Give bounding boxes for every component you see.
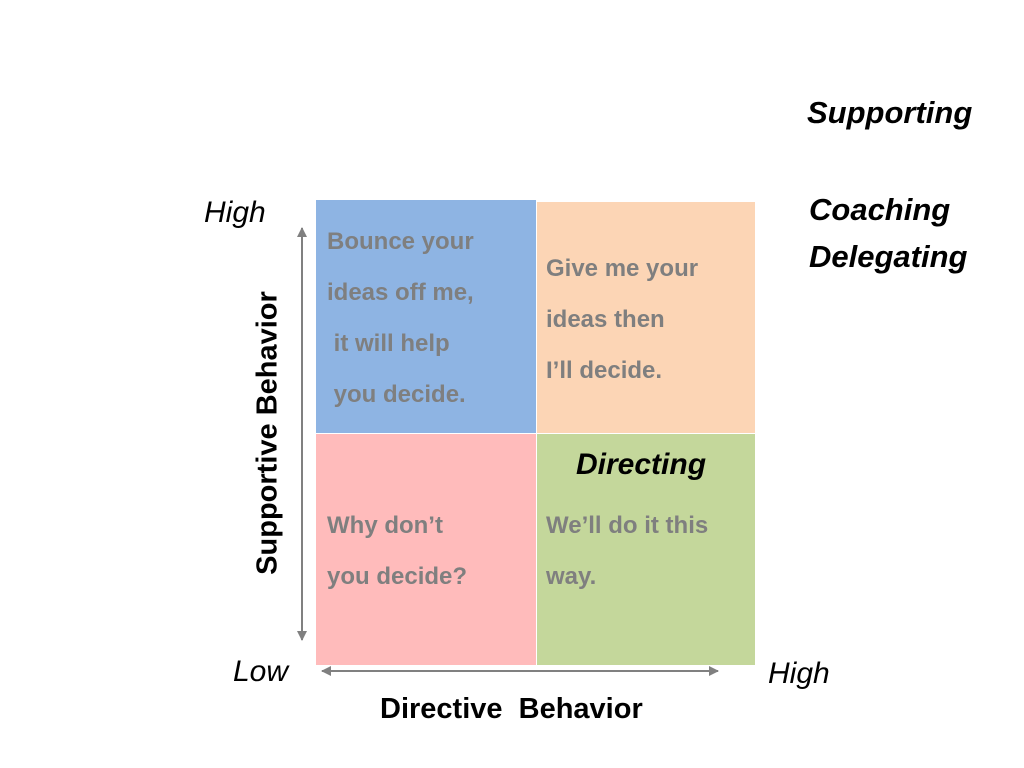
quadrant-bottom-right-text: We’ll do it this way. — [546, 512, 709, 590]
quadrant-top-left-text: Bounce your ideas off me, it will help y… — [327, 228, 474, 408]
x-axis-high-label: High — [768, 657, 830, 690]
quadrant-bottom-left — [316, 434, 536, 665]
x-axis-title: Directive Behavior — [380, 693, 643, 725]
quadrant-top-right — [537, 202, 755, 433]
quadrant-bottom-left-text: Why don’t you decide? — [327, 512, 468, 590]
label-delegating: Delegating — [809, 239, 968, 274]
quadrant-bottom-right — [537, 434, 755, 665]
label-supporting: Supporting — [807, 95, 973, 130]
quadrant-top-left — [316, 200, 536, 433]
label-directing: Directing — [576, 448, 707, 481]
label-coaching: Coaching — [809, 192, 951, 227]
y-axis-high-label: High — [204, 196, 266, 229]
origin-low-label: Low — [233, 655, 289, 688]
quadrant-top-right-text: Give me your ideas then I’ll decide. — [546, 255, 699, 384]
y-axis-title: Supportive Behavior — [251, 291, 284, 575]
